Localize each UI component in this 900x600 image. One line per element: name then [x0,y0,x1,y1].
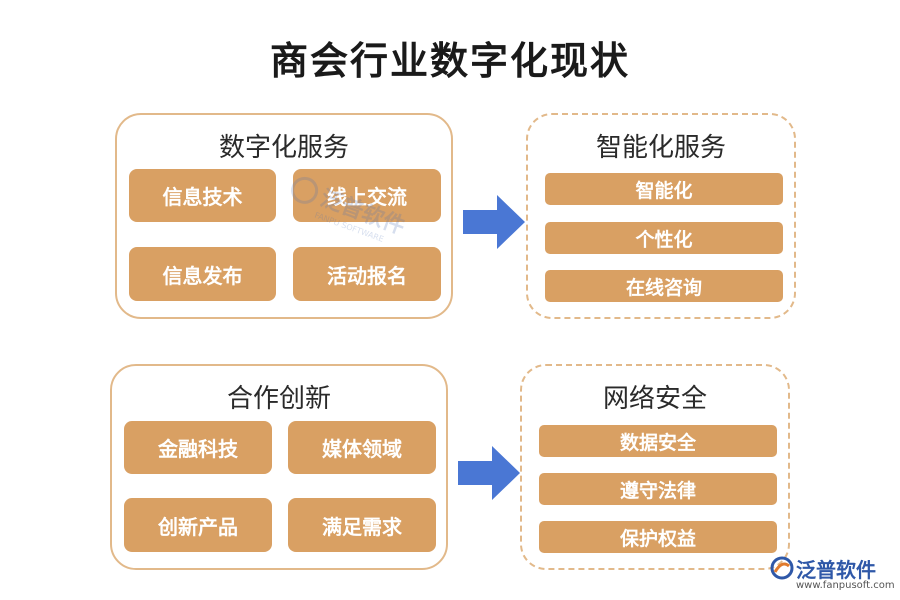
page-title: 商会行业数字化现状 [269,38,630,83]
panel-network-security: 网络安全 数据安全 遵守法律 保护权益 [520,364,790,570]
brand-url: www.fanpusoft.com [796,580,895,591]
tile-online-exchange: 线上交流 [293,169,441,222]
tile-info-release: 信息发布 [129,247,276,301]
bar-data-security: 数据安全 [539,425,777,457]
panel-digital-service: 数字化服务 信息技术 线上交流 信息发布 活动报名 [115,113,453,319]
bar-comply-law: 遵守法律 [539,473,777,505]
bar-personalized: 个性化 [545,222,783,254]
bar-online-consult: 在线咨询 [545,270,783,302]
panel-title-digital-service: 数字化服务 [218,133,349,163]
arrow-right-icon [463,195,525,249]
panel-title-network-security: 网络安全 [602,384,707,414]
brand-logo: 泛普软件 www.fanpusoft.com [766,552,896,598]
tile-event-signup: 活动报名 [293,247,441,301]
arrow-right-icon [458,446,520,500]
bar-intelligent: 智能化 [545,173,783,205]
panel-title-cooperation: 合作创新 [226,384,331,414]
brand-name: 泛普软件 [796,558,876,582]
tile-info-tech: 信息技术 [129,169,276,222]
tile-fintech: 金融科技 [124,421,272,474]
fanpu-logo-icon [770,556,794,580]
tile-media: 媒体领域 [288,421,436,474]
panel-title-smart-service: 智能化服务 [595,133,726,163]
panel-smart-service: 智能化服务 智能化 个性化 在线咨询 [526,113,796,319]
bar-protect-rights: 保护权益 [539,521,777,553]
tile-meet-demand: 满足需求 [288,498,436,552]
tile-innovative-products: 创新产品 [124,498,272,552]
panel-cooperation: 合作创新 金融科技 媒体领域 创新产品 满足需求 [110,364,448,570]
